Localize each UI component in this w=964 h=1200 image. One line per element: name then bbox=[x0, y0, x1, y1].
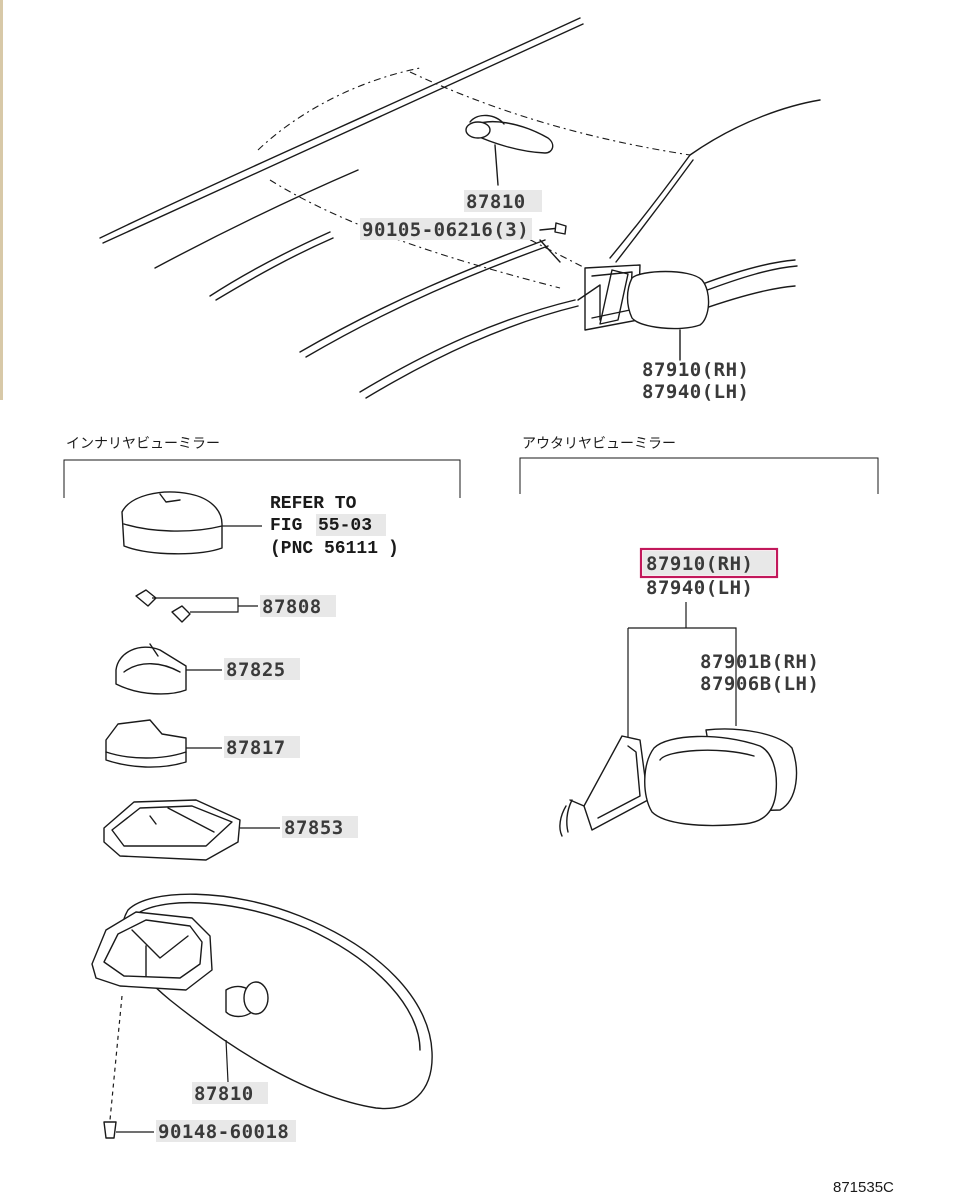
outer-mirror-drawing bbox=[559, 728, 798, 837]
svg-text:87906B(LH): 87906B(LH) bbox=[700, 673, 819, 695]
inner-section-title: インナリヤビューミラー bbox=[66, 436, 220, 452]
outer-mirror-label-group: 87910(RH) 87940(LH) bbox=[639, 547, 779, 599]
inner-mirror-drawing bbox=[91, 893, 433, 1139]
glass-label-group: 87901B(RH) 87906B(LH) bbox=[700, 651, 819, 695]
bracket-part-drawing bbox=[115, 643, 222, 695]
svg-text:56111: 56111 bbox=[324, 539, 378, 559]
svg-text:(PNC: (PNC bbox=[270, 539, 313, 559]
outer-section-bracket bbox=[519, 457, 879, 494]
svg-text:87910(RH): 87910(RH) bbox=[646, 553, 753, 575]
car-body-sketch bbox=[99, 17, 821, 399]
top-label-87810: 87810 bbox=[464, 190, 542, 213]
svg-text:87910(RH): 87910(RH) bbox=[642, 359, 749, 381]
label-90148: 90148-60018 bbox=[156, 1120, 296, 1143]
svg-text:87825: 87825 bbox=[226, 659, 286, 681]
top-inner-mirror-drawing bbox=[465, 114, 554, 186]
top-screw-drawing bbox=[539, 222, 567, 235]
svg-text:87810: 87810 bbox=[466, 191, 526, 213]
highlight-box bbox=[639, 547, 779, 579]
refer-note: REFER TO FIG 55-03 (PNC 56111 ) bbox=[270, 494, 399, 559]
label-87825: 87825 bbox=[224, 658, 300, 681]
label-87853: 87853 bbox=[282, 816, 358, 839]
svg-text:87817: 87817 bbox=[226, 737, 286, 759]
top-label-outer-mirror: 87910(RH) 87940(LH) bbox=[642, 359, 749, 403]
outer-section-title: アウタリヤビューミラー bbox=[522, 436, 676, 452]
svg-text:87940(LH): 87940(LH) bbox=[646, 577, 753, 599]
top-outer-mirror-drawing bbox=[577, 264, 710, 361]
svg-text:87853: 87853 bbox=[284, 817, 344, 839]
inner-section-bracket bbox=[63, 459, 461, 498]
cover-part-drawing bbox=[121, 491, 262, 555]
outer-mirror-leaders bbox=[627, 602, 737, 738]
label-87810: 87810 bbox=[192, 1082, 268, 1105]
cap-part-drawing bbox=[105, 719, 222, 768]
svg-text:REFER TO: REFER TO bbox=[270, 494, 357, 514]
svg-text:FIG: FIG bbox=[270, 516, 302, 536]
svg-text:90105-06216(3): 90105-06216(3) bbox=[362, 219, 529, 241]
svg-text:87901B(RH): 87901B(RH) bbox=[700, 651, 819, 673]
label-87817: 87817 bbox=[224, 736, 300, 759]
svg-text:87810: 87810 bbox=[194, 1083, 254, 1105]
svg-text:90148-60018: 90148-60018 bbox=[158, 1121, 289, 1143]
edge-strip bbox=[0, 0, 3, 400]
clip-part-drawing bbox=[135, 589, 258, 623]
label-87808: 87808 bbox=[260, 595, 336, 618]
figure-code: 871535C bbox=[833, 1179, 894, 1196]
svg-text:55-03: 55-03 bbox=[318, 516, 372, 536]
svg-text:87808: 87808 bbox=[262, 596, 322, 618]
base-part-drawing bbox=[103, 799, 280, 861]
svg-text:87940(LH): 87940(LH) bbox=[642, 381, 749, 403]
top-label-screw: 90105-06216(3) bbox=[360, 218, 532, 241]
svg-text:): ) bbox=[388, 539, 399, 559]
